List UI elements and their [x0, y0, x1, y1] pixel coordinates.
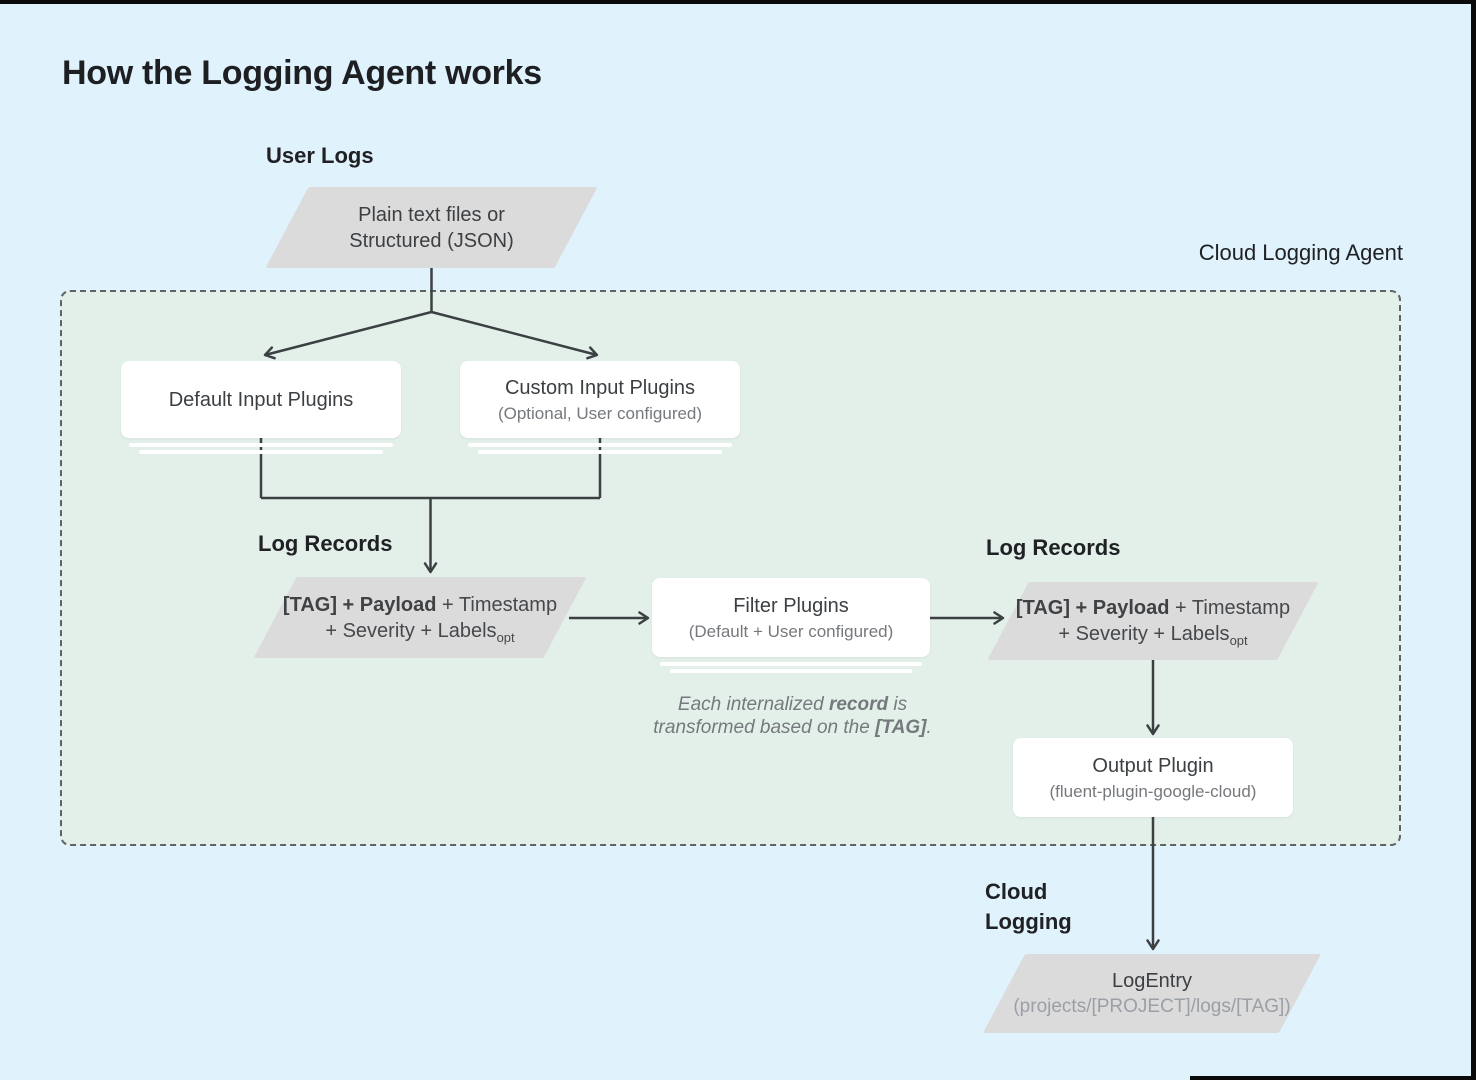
record-transform-note: Each internalized record is transformed … — [625, 693, 960, 739]
user-logs-source-parallelogram: Plain text files or Structured (JSON) — [265, 187, 598, 268]
log-record-left-text: [TAG] + Payload + Timestamp + Severity +… — [275, 577, 565, 658]
default-input-plugins-node: Default Input Plugins — [121, 361, 401, 438]
filter-plugins-node: Filter Plugins (Default + User configure… — [652, 578, 930, 657]
log-record-right-line2: + Severity + Labelsopt — [1058, 623, 1248, 648]
custom-input-stack-strip-2 — [478, 450, 722, 454]
user-logs-source-line1: Plain text files or — [358, 203, 505, 226]
connector-to-default-input — [263, 310, 432, 360]
user-logs-source-line2: Structured (JSON) — [349, 229, 514, 252]
log-record-right-text: [TAG] + Payload + Timestamp + Severity +… — [1008, 582, 1298, 660]
log-record-left-parallelogram: [TAG] + Payload + Timestamp + Severity +… — [253, 577, 587, 658]
output-plugin-node: Output Plugin (fluent-plugin-google-clou… — [1013, 738, 1293, 817]
frame-edge-bottom — [1190, 1076, 1476, 1080]
record-transform-note-line2: transformed based on the [TAG]. — [653, 717, 932, 738]
user-logs-label: User Logs — [266, 143, 374, 168]
log-entry-text: LogEntry (projects/[PROJECT]/logs/[TAG]) — [1004, 954, 1300, 1033]
filter-plugins-stack-strip-1 — [660, 662, 922, 666]
filter-plugins-title: Filter Plugins — [733, 594, 849, 617]
log-record-right-parallelogram: [TAG] + Payload + Timestamp + Severity +… — [987, 582, 1319, 660]
custom-input-plugins-node: Custom Input Plugins (Optional, User con… — [460, 361, 740, 438]
custom-input-plugins-subtitle: (Optional, User configured) — [497, 403, 703, 423]
cloud-logging-label-line1: Cloud — [985, 879, 1048, 904]
default-input-stack-strip-1 — [129, 443, 393, 447]
custom-input-plugins-title: Custom Input Plugins — [504, 376, 696, 399]
output-plugin-subtitle: (fluent-plugin-google-cloud) — [1049, 781, 1257, 801]
log-records-right-label: Log Records — [986, 535, 1121, 560]
custom-input-stack-strip-1 — [468, 443, 732, 447]
default-input-plugins-title: Default Input Plugins — [168, 388, 354, 411]
log-record-left-line2: + Severity + Labelsopt — [325, 619, 515, 645]
cloud-logging-label: Cloud Logging — [985, 877, 1072, 937]
cloud-logging-label-line2: Logging — [985, 909, 1072, 934]
filter-plugins-subtitle: (Default + User configured) — [688, 621, 894, 641]
cloud-logging-agent-label: Cloud Logging Agent — [1198, 240, 1403, 265]
output-plugin-title: Output Plugin — [1092, 754, 1214, 777]
default-input-stack-strip-2 — [139, 450, 383, 454]
log-entry-subtitle: (projects/[PROJECT]/logs/[TAG]) — [1013, 996, 1291, 1017]
log-record-left-line1: [TAG] + Payload + Timestamp — [282, 593, 558, 616]
log-records-left-label: Log Records — [258, 531, 393, 556]
frame-edge-right — [1471, 0, 1476, 1080]
filter-plugins-stack-strip-2 — [670, 669, 912, 673]
record-transform-note-line1: Each internalized record is — [677, 694, 908, 715]
page-title: How the Logging Agent works — [62, 54, 542, 92]
connector-to-custom-input — [431, 310, 599, 360]
log-entry-title: LogEntry — [1111, 970, 1193, 992]
user-logs-source-text: Plain text files or Structured (JSON) — [287, 187, 576, 268]
frame-edge-top — [0, 0, 1476, 4]
log-entry-parallelogram: LogEntry (projects/[PROJECT]/logs/[TAG]) — [982, 954, 1322, 1033]
log-record-right-line1: [TAG] + Payload + Timestamp — [1015, 597, 1291, 619]
